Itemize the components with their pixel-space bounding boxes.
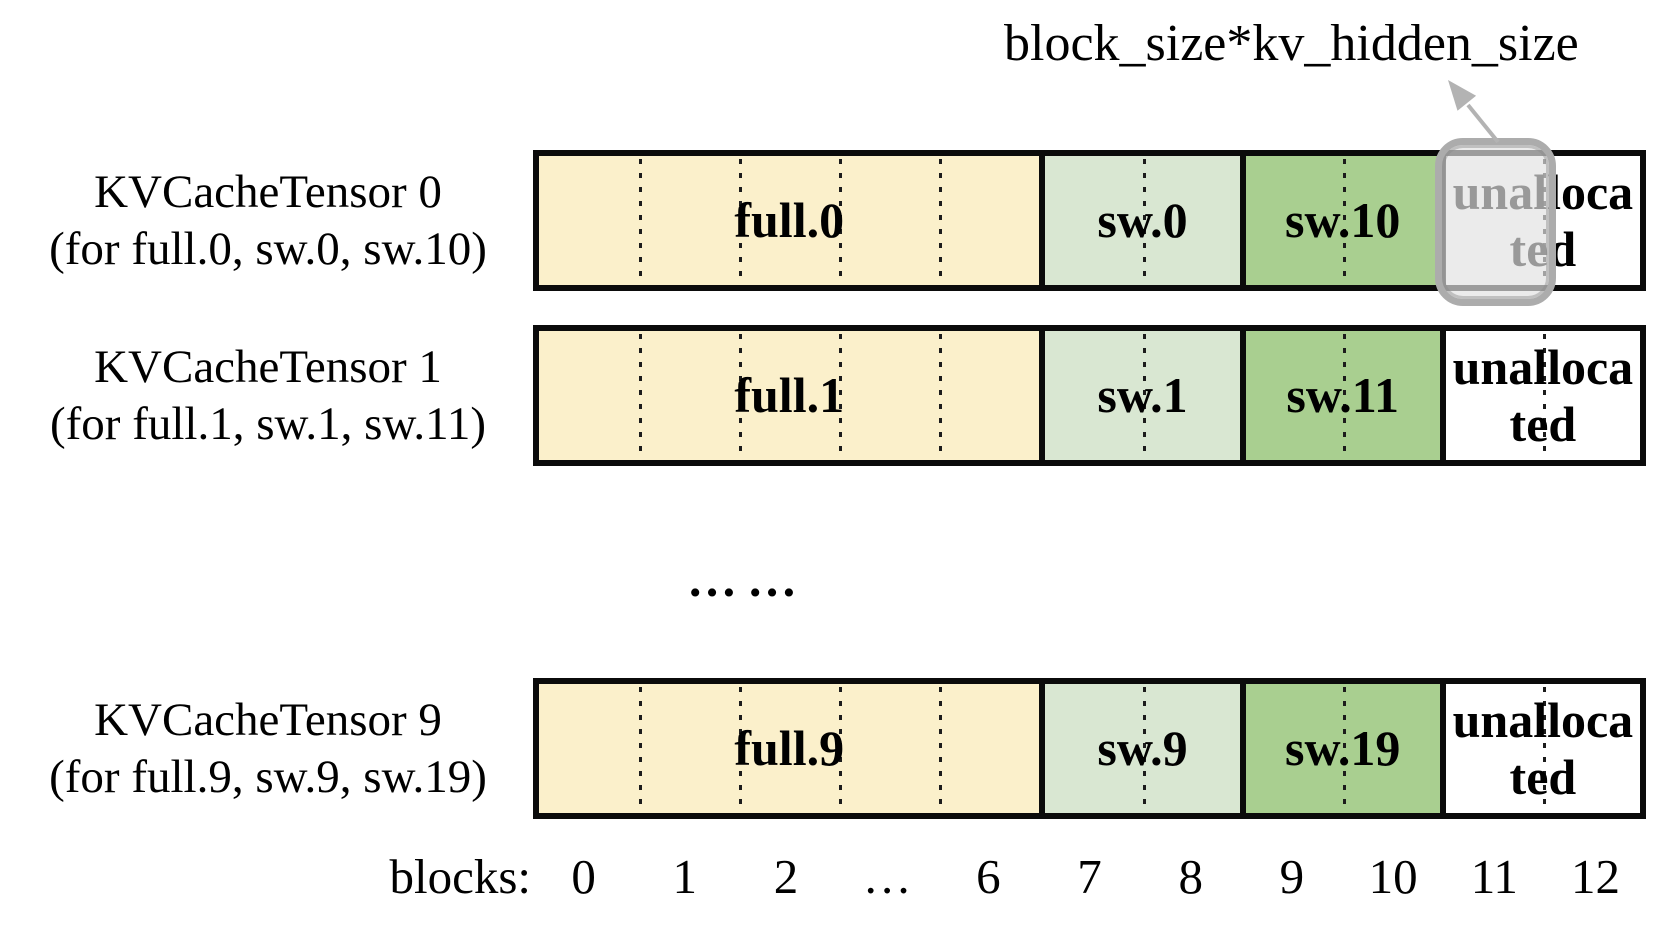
row-title: KVCacheTensor 9 xyxy=(94,693,442,746)
segment-label: sw.0 xyxy=(1097,192,1188,248)
axis-tick: 10 xyxy=(1368,849,1418,904)
segment-label: ted xyxy=(1509,748,1577,805)
block-divider xyxy=(739,687,743,810)
axis-tick: 6 xyxy=(976,849,1001,904)
segment-full-0: full.0 xyxy=(539,156,1040,285)
block-divider xyxy=(1142,687,1146,810)
kv-cache-tensor-1-bar: full.1 sw.1 sw.11 unalloca ted xyxy=(533,325,1646,466)
axis-tick: 11 xyxy=(1470,849,1518,904)
segment-sw-11: sw.11 xyxy=(1239,331,1440,460)
row-label-kvcachetensor-9: KVCacheTensor 9 (for full.9, sw.9, sw.19… xyxy=(18,678,518,819)
block-divider xyxy=(839,159,843,282)
axis-tick: 0 xyxy=(571,849,596,904)
block-divider xyxy=(639,334,643,457)
segment-label: unalloca xyxy=(1452,338,1634,395)
axis-tick: 2 xyxy=(773,849,799,904)
block-divider xyxy=(1342,687,1346,810)
axis-tick: 8 xyxy=(1178,849,1203,904)
block-divider xyxy=(739,159,743,282)
row-subtitle: (for full.0, sw.0, sw.10) xyxy=(49,222,487,275)
kv-cache-tensor-9-bar: full.9 sw.9 sw.19 unalloca ted xyxy=(533,678,1646,819)
segment-label: full.0 xyxy=(734,192,845,248)
segment-unallocated: unalloca ted xyxy=(1439,331,1640,460)
block-divider xyxy=(1342,334,1346,457)
segment-unallocated: unalloca ted xyxy=(1439,684,1640,813)
segment-label: unalloca xyxy=(1452,691,1634,748)
axis-tick: 12 xyxy=(1570,849,1620,904)
block-divider xyxy=(1542,334,1546,457)
axis-tick: 1 xyxy=(672,849,698,904)
block-divider xyxy=(939,159,943,282)
block-divider xyxy=(739,334,743,457)
segment-label: sw.1 xyxy=(1097,367,1188,423)
axis-tick: 7 xyxy=(1077,849,1102,904)
row-label-kvcachetensor-1: KVCacheTensor 1 (for full.1, sw.1, sw.11… xyxy=(18,325,518,466)
segment-label: ted xyxy=(1509,395,1577,452)
axis-tick: 9 xyxy=(1279,849,1305,904)
axis-label: blocks: xyxy=(389,849,531,904)
block-divider xyxy=(839,334,843,457)
segment-sw-9: sw.9 xyxy=(1039,684,1240,813)
segment-full-9: full.9 xyxy=(539,684,1040,813)
block-axis: 0 1 2 … 6 7 8 9 10 11 12 xyxy=(533,845,1646,909)
block-divider xyxy=(1142,159,1146,282)
block-divider xyxy=(939,687,943,810)
segment-label: sw.10 xyxy=(1285,192,1401,248)
row-subtitle: (for full.9, sw.9, sw.19) xyxy=(49,750,487,803)
row-title: KVCacheTensor 0 xyxy=(94,165,442,218)
segment-label: sw.9 xyxy=(1097,720,1188,776)
block-divider xyxy=(639,159,643,282)
segment-sw-1: sw.1 xyxy=(1039,331,1240,460)
segment-label: full.1 xyxy=(734,367,845,423)
block-divider xyxy=(1142,334,1146,457)
row-subtitle: (for full.1, sw.1, sw.11) xyxy=(50,397,486,450)
segment-sw-0: sw.0 xyxy=(1039,156,1240,285)
block-divider xyxy=(639,687,643,810)
axis-tick: … xyxy=(862,849,912,904)
segment-full-1: full.1 xyxy=(539,331,1040,460)
block-divider xyxy=(839,687,843,810)
block-divider xyxy=(1342,159,1346,282)
segment-label: full.9 xyxy=(734,720,845,776)
rows-ellipsis: …… xyxy=(687,551,807,607)
block-divider xyxy=(1542,687,1546,810)
row-title: KVCacheTensor 1 xyxy=(94,340,442,393)
segment-label: sw.19 xyxy=(1285,720,1401,776)
block-divider xyxy=(939,334,943,457)
annotation-arrow-icon xyxy=(1448,80,1500,144)
row-label-kvcachetensor-0: KVCacheTensor 0 (for full.0, sw.0, sw.10… xyxy=(18,150,518,291)
segment-label: sw.11 xyxy=(1286,367,1399,423)
segment-sw-10: sw.10 xyxy=(1239,156,1440,285)
annotation-label: block_size*kv_hidden_size xyxy=(1004,15,1579,72)
segment-sw-19: sw.19 xyxy=(1239,684,1440,813)
